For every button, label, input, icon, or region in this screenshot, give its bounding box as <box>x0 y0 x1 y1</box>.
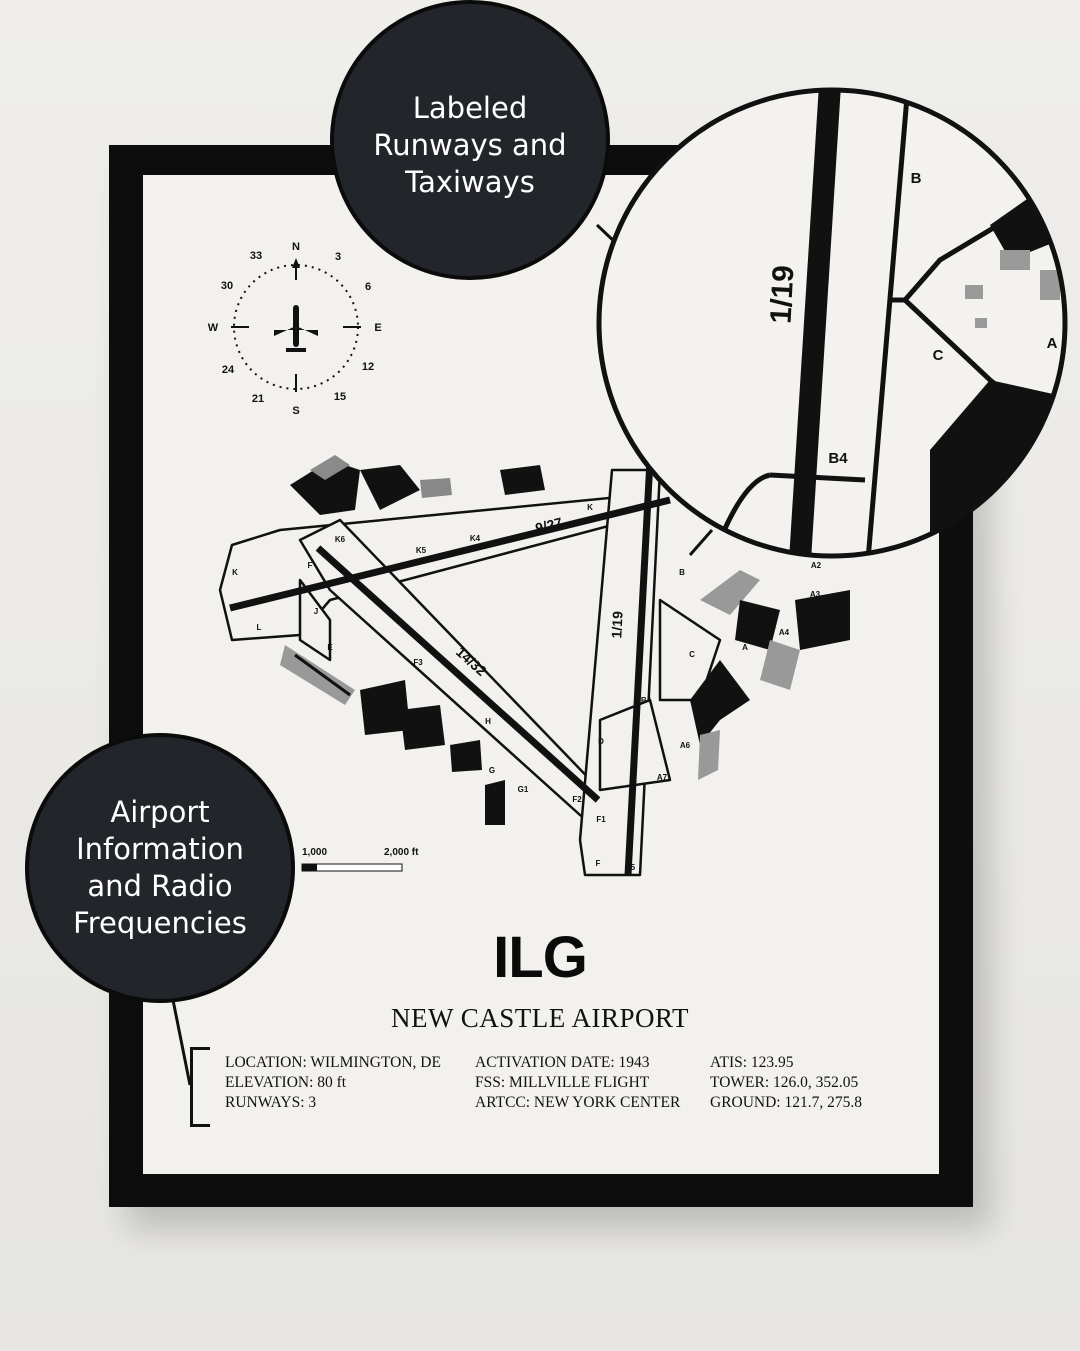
taxiway-label: K4 <box>470 534 481 543</box>
callout-line: and Radio <box>87 869 233 903</box>
compass-s: S <box>292 405 299 417</box>
info-bracket <box>190 1047 210 1127</box>
runway-14-32 <box>315 545 601 803</box>
compass-deg: 12 <box>362 361 374 373</box>
callout-connector <box>170 994 192 1086</box>
taxiway-label: A3 <box>810 590 821 599</box>
compass-deg: 21 <box>252 393 264 405</box>
zoom-taxiway-label: B4 <box>828 450 848 467</box>
info-elevation: ELEVATION: 80 ft <box>225 1074 347 1091</box>
info-tower: TOWER: 126.0, 352.05 <box>710 1074 859 1091</box>
compass-e: E <box>374 322 381 334</box>
callout-connector <box>688 529 714 556</box>
info-artcc: ARTCC: NEW YORK CENTER <box>475 1094 681 1111</box>
callout-runways-taxiways: Labeled Runways and Taxiways <box>330 0 610 280</box>
info-activation: ACTIVATION DATE: 1943 <box>475 1054 650 1071</box>
runway-label: 1/19 <box>608 611 625 639</box>
airport-name: NEW CASTLE AIRPORT <box>391 1003 689 1033</box>
taxiway-label: E <box>327 643 333 652</box>
info-ground: GROUND: 121.7, 275.8 <box>710 1094 862 1111</box>
compass-deg: 24 <box>222 364 235 376</box>
compass-deg: 3 <box>335 251 341 263</box>
zoom-taxiway-label: B <box>911 170 922 187</box>
taxiway-label: A6 <box>680 741 691 750</box>
north-arrow-icon <box>292 258 300 268</box>
taxiway-label: B4 <box>641 696 652 705</box>
runways <box>229 459 671 876</box>
info-runways: RUNWAYS: 3 <box>225 1094 317 1111</box>
taxiway-label: B5 <box>625 863 636 872</box>
callout-line: Information <box>76 832 244 866</box>
compass-deg: 6 <box>365 281 371 293</box>
runway-9-27 <box>229 496 671 612</box>
callout-line: Taxiways <box>405 164 535 199</box>
airplane-icon <box>274 305 318 352</box>
callout-line: Labeled <box>412 90 528 125</box>
info-fss: FSS: MILLVILLE FLIGHT <box>475 1074 650 1091</box>
taxiway-label: D <box>598 737 604 746</box>
callout-line: Runways and <box>373 127 567 162</box>
taxiway-label: L <box>257 623 262 632</box>
taxiway-label: F2 <box>572 795 582 804</box>
taxiway-label: B <box>679 568 685 577</box>
taxiway-label: F <box>308 561 313 570</box>
info-atis: ATIS: 123.95 <box>710 1054 794 1071</box>
taxiway-label: C <box>689 650 695 659</box>
zoom-taxiway-label: C <box>933 347 944 364</box>
compass-deg: 15 <box>334 391 346 403</box>
callout-line: Frequencies <box>73 906 247 940</box>
callout-line: Airport <box>110 795 210 829</box>
taxiway-label: A4 <box>779 628 790 637</box>
taxiway-label: A <box>742 643 748 652</box>
compass-deg: 30 <box>221 280 233 292</box>
taxiway-label: J <box>314 607 318 616</box>
taxiway-label: K5 <box>416 546 427 555</box>
scale-mid-label: 1,000 <box>302 847 327 858</box>
runway-label: 9/27 <box>534 514 565 536</box>
info-column-location: LOCATION: WILMINGTON, DE ELEVATION: 80 f… <box>225 1053 441 1113</box>
callout-airport-information: Airport Information and Radio Frequencie… <box>25 733 295 1003</box>
runway-1-19 <box>624 459 654 876</box>
scale-bar: 1,000 2,000 ft <box>301 847 419 872</box>
taxiway-label: K6 <box>335 535 346 544</box>
info-location: LOCATION: WILMINGTON, DE <box>225 1054 441 1071</box>
airport-code: ILG <box>493 925 588 990</box>
zoom-runway-label: 1/19 <box>765 264 801 324</box>
scale-end-label: 2,000 ft <box>384 847 419 858</box>
taxiway-label: G1 <box>518 785 529 794</box>
compass-rose: N E S W 3 6 12 15 21 24 30 33 <box>208 241 382 417</box>
info-column-history: ACTIVATION DATE: 1943 FSS: MILLVILLE FLI… <box>475 1053 680 1113</box>
compass-deg: 33 <box>250 250 262 262</box>
taxiway-label: F3 <box>413 658 423 667</box>
taxiway-label: F <box>596 859 601 868</box>
taxiway-label: A2 <box>811 561 822 570</box>
taxiway-label: K <box>232 568 238 577</box>
buildings <box>280 455 850 825</box>
taxiway-label: K <box>587 503 593 512</box>
zoom-magnifier: 1/19 B C A B4 <box>596 87 1068 559</box>
compass-w: W <box>208 322 219 334</box>
taxiway-label: G <box>489 766 495 775</box>
zoom-taxiway-label: A <box>1047 335 1058 352</box>
compass-n: N <box>292 241 300 253</box>
info-column-frequencies: ATIS: 123.95 TOWER: 126.0, 352.05 GROUND… <box>710 1053 862 1113</box>
taxiway-label: A7 <box>657 773 668 782</box>
taxiway-label: F1 <box>596 815 606 824</box>
taxiway-label: H <box>485 717 491 726</box>
